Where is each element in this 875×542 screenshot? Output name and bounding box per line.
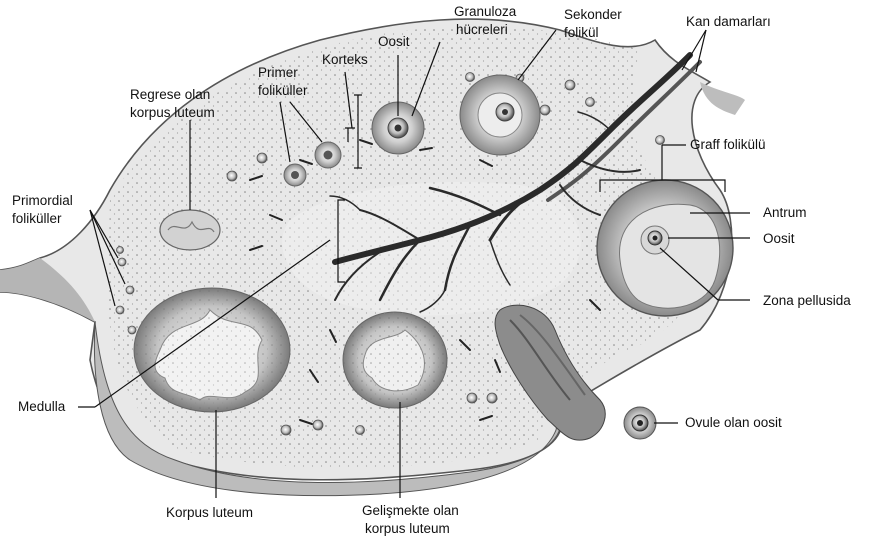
- secondary-follicle: [460, 75, 540, 155]
- label-antrum: Antrum: [763, 205, 807, 221]
- label-medulla: Medulla: [18, 399, 65, 415]
- label-sekonder-line1: Sekonder: [564, 7, 622, 23]
- label-korpus-luteum: Korpus luteum: [166, 505, 253, 521]
- label-kan-damarlari: Kan damarları: [686, 14, 771, 30]
- label-primordial-line2: foliküller: [12, 211, 62, 227]
- label-korteks: Korteks: [322, 52, 368, 68]
- regressing-corpus-luteum: [160, 210, 220, 250]
- label-granuloza-line1: Granuloza: [454, 4, 516, 20]
- label-primordial-line1: Primordial: [12, 193, 73, 209]
- label-regrese-line1: Regrese olan: [130, 87, 210, 103]
- label-regrese-line2: korpus luteum: [130, 105, 215, 121]
- label-ovule-olan-oosit: Ovule olan oosit: [685, 415, 782, 431]
- label-zona-pellusida: Zona pellusida: [763, 293, 851, 309]
- label-graff: Graff folikülü: [690, 137, 766, 153]
- medulla-region: [282, 182, 581, 316]
- label-granuloza-line2: hücreleri: [456, 22, 508, 38]
- label-oosit-top: Oosit: [378, 34, 410, 50]
- label-gelismekte-line2: korpus luteum: [365, 521, 450, 537]
- label-gelismekte-line1: Gelişmekte olan: [362, 503, 459, 519]
- label-primer-line1: Primer: [258, 65, 298, 81]
- label-sekonder-line2: folikül: [564, 25, 599, 41]
- label-oosit-right: Oosit: [763, 231, 795, 247]
- corpus-luteum: [134, 288, 290, 412]
- developing-corpus-luteum: [343, 312, 447, 408]
- label-primer-line2: foliküller: [258, 83, 308, 99]
